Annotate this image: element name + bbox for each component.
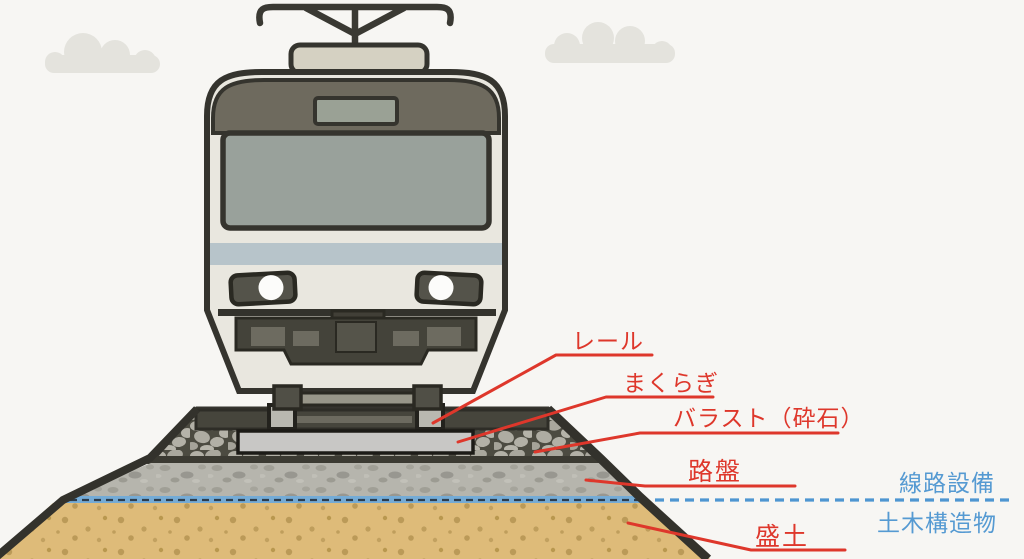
- train: [204, 3, 508, 411]
- left-slope-outline: [0, 406, 200, 559]
- equipment-boxes: [251, 327, 461, 346]
- roof-equipment-box: [288, 42, 430, 76]
- headlight-left: [228, 270, 298, 307]
- leader-roadbed: [584, 478, 797, 488]
- label-track-facilities: 線路設備: [899, 470, 995, 496]
- label-civil-structures: 土木構造物: [877, 510, 997, 536]
- windshield: [220, 130, 492, 231]
- callout-labels: レール まくらぎ バラスト（砕石） 路盤 盛土: [572, 328, 865, 551]
- label-sleeper: まくらぎ: [623, 370, 719, 396]
- callout-leaders: [431, 353, 847, 552]
- leader-embankment: [626, 521, 847, 552]
- roadbed-layer: [67, 463, 640, 497]
- leader-rail: [431, 353, 654, 425]
- track-bed-highlight: [294, 416, 412, 423]
- label-rail: レール: [572, 328, 644, 354]
- track-structure: [0, 403, 712, 559]
- headlight-right: [414, 270, 484, 307]
- leader-ballast: [533, 431, 840, 454]
- equipment-center-box: [335, 321, 377, 353]
- ballast-base-line: [147, 456, 610, 464]
- cloud-right: [545, 22, 675, 63]
- wheel-left: [272, 384, 303, 411]
- wheel-right: [412, 384, 443, 411]
- pantograph-icon: [256, 3, 454, 51]
- label-ballast: バラスト（砕石）: [673, 405, 865, 431]
- body-stripe: [210, 243, 502, 265]
- axle-bar: [297, 391, 418, 407]
- sleeper: [236, 429, 475, 455]
- label-roadbed: 路盤: [688, 458, 742, 486]
- label-embankment: 盛土: [755, 523, 809, 551]
- leader-sleeper: [456, 395, 715, 444]
- cloud-left: [45, 33, 160, 73]
- right-slope-outline: [544, 405, 712, 559]
- destination-sign: [313, 96, 399, 126]
- embankment-layer: [0, 503, 710, 559]
- zone-labels: 線路設備 土木構造物: [877, 470, 997, 536]
